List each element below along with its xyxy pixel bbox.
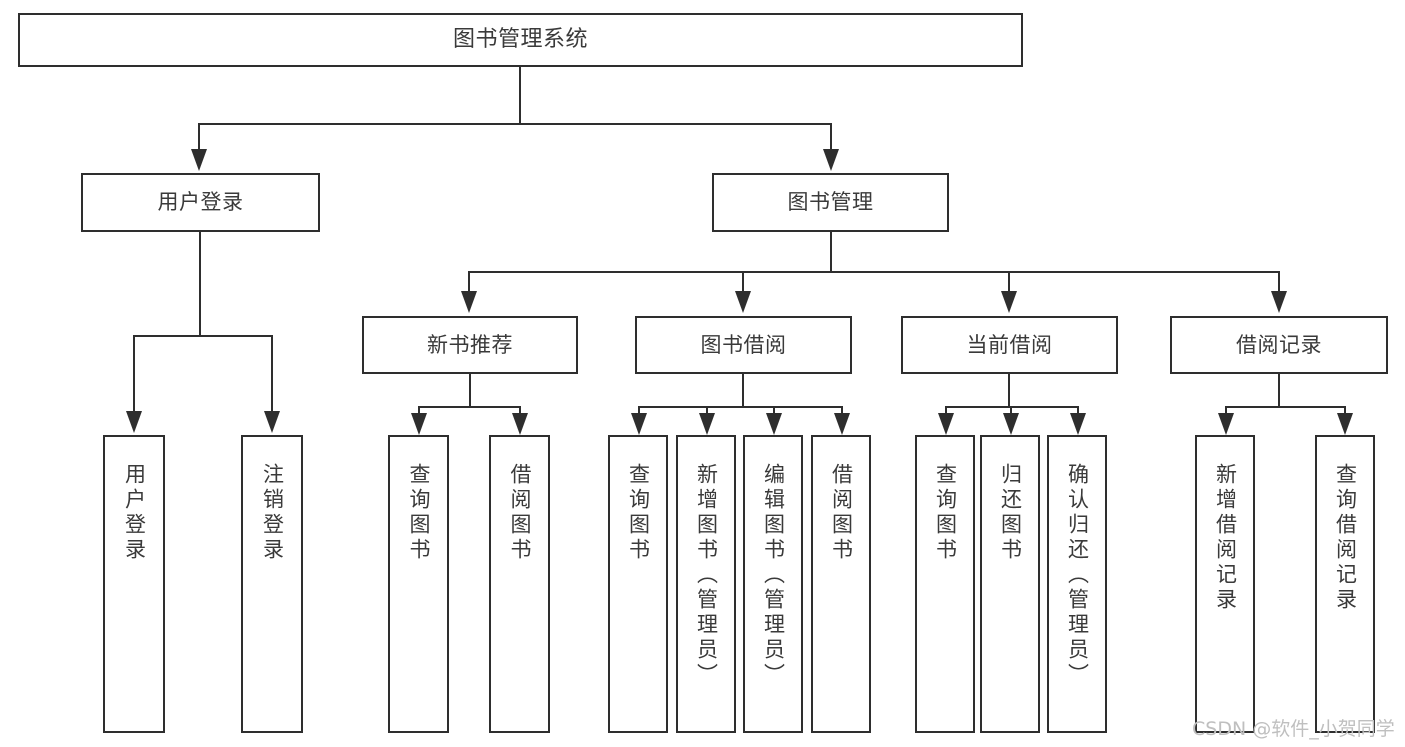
- leaf-book-borrow-borrow[interactable]: 借阅图书: [811, 435, 871, 733]
- node-label: 归还图书: [998, 463, 1023, 563]
- node-current-borrow[interactable]: 当前借阅: [901, 316, 1118, 374]
- node-label: 新增借阅记录: [1213, 463, 1238, 613]
- edge-book-mgmt-bar: [468, 271, 1280, 273]
- edge-current-borrow-stem: [1008, 374, 1010, 406]
- arrow-to-new-book: [461, 291, 477, 313]
- node-label: 查询图书: [626, 463, 651, 563]
- node-label: 图书管理: [787, 190, 874, 215]
- edge-user-login-bar: [133, 335, 273, 337]
- arrow-to-user-login: [191, 149, 207, 171]
- edge-borrow-records-drop-1: [1225, 406, 1227, 418]
- arrow-user-login-leaf-2: [264, 411, 280, 433]
- arrow-to-book-mgmt: [823, 149, 839, 171]
- arrow-current-borrow-leaf-3: [1070, 413, 1086, 435]
- node-label: 当前借阅: [966, 332, 1053, 357]
- node-label: 借阅图书: [508, 463, 532, 563]
- leaf-book-borrow-edit[interactable]: 编辑图书（管理员）: [743, 435, 803, 733]
- node-label: 确认归还（管理员）: [1065, 463, 1090, 688]
- leaf-user-login-login[interactable]: 用户登录: [103, 435, 165, 733]
- edge-current-borrow-bar: [945, 406, 1079, 408]
- node-label: 查询图书: [407, 463, 431, 563]
- arrow-new-book-leaf-1: [411, 413, 427, 435]
- node-label: 图书管理系统: [452, 27, 588, 53]
- leaf-current-confirm-return[interactable]: 确认归还（管理员）: [1047, 435, 1107, 733]
- edge-book-borrow-drop-4: [841, 406, 843, 418]
- arrow-to-borrow-records: [1271, 291, 1287, 313]
- node-book-management[interactable]: 图书管理: [712, 173, 949, 232]
- node-root-system[interactable]: 图书管理系统: [18, 13, 1023, 67]
- arrow-user-login-leaf-1: [126, 411, 142, 433]
- leaf-records-add[interactable]: 新增借阅记录: [1195, 435, 1255, 733]
- leaf-current-query[interactable]: 查询图书: [915, 435, 975, 733]
- edge-borrow-records-drop-2: [1344, 406, 1346, 418]
- edge-borrow-records-bar: [1225, 406, 1345, 408]
- arrow-current-borrow-leaf-1: [938, 413, 954, 435]
- edge-root-bar: [198, 123, 832, 125]
- edge-new-book-stem: [469, 374, 471, 406]
- node-new-book-recommend[interactable]: 新书推荐: [362, 316, 578, 374]
- edge-to-book-mgmt: [830, 123, 832, 151]
- leaf-book-borrow-add[interactable]: 新增图书（管理员）: [676, 435, 736, 733]
- edge-new-book-bar: [418, 406, 521, 408]
- node-borrow-records[interactable]: 借阅记录: [1170, 316, 1388, 374]
- arrow-borrow-records-leaf-1: [1218, 413, 1234, 435]
- node-label: 借阅图书: [829, 463, 854, 563]
- edge-current-borrow-drop-3: [1077, 406, 1079, 418]
- edge-to-user-login: [198, 123, 200, 151]
- leaf-records-query[interactable]: 查询借阅记录: [1315, 435, 1375, 733]
- node-label: 查询借阅记录: [1333, 463, 1358, 613]
- edge-book-borrow-drop-2: [706, 406, 708, 418]
- node-label: 借阅记录: [1236, 332, 1322, 357]
- node-label: 新增图书（管理员）: [694, 463, 719, 688]
- edge-user-login-drop-1: [133, 335, 135, 413]
- arrow-to-book-borrow: [735, 291, 751, 313]
- leaf-current-return[interactable]: 归还图书: [980, 435, 1040, 733]
- leaf-new-book-query[interactable]: 查询图书: [388, 435, 449, 733]
- arrow-book-borrow-leaf-1: [631, 413, 647, 435]
- arrow-to-current-borrow: [1001, 291, 1017, 313]
- edge-book-mgmt-drop-2: [742, 271, 744, 293]
- node-label: 注销登录: [260, 463, 285, 563]
- edge-current-borrow-drop-2: [1010, 406, 1012, 418]
- node-label: 用户登录: [122, 463, 147, 563]
- node-label: 用户登录: [157, 190, 244, 215]
- arrow-borrow-records-leaf-2: [1337, 413, 1353, 435]
- edge-book-borrow-drop-3: [773, 406, 775, 418]
- edge-new-book-drop-1: [418, 406, 420, 418]
- edge-user-login-stem: [199, 232, 201, 335]
- node-label: 查询图书: [933, 463, 958, 563]
- edge-book-borrow-bar: [638, 406, 843, 408]
- arrow-book-borrow-leaf-4: [834, 413, 850, 435]
- node-book-borrow[interactable]: 图书借阅: [635, 316, 852, 374]
- edge-book-mgmt-drop-1: [468, 271, 470, 293]
- edge-root-stem: [519, 67, 521, 123]
- edge-book-mgmt-stem: [830, 232, 832, 271]
- edge-book-mgmt-drop-4: [1278, 271, 1280, 293]
- watermark: CSDN @软件_小贺同学: [1192, 718, 1395, 740]
- leaf-new-book-borrow[interactable]: 借阅图书: [489, 435, 550, 733]
- edge-book-borrow-stem: [742, 374, 744, 406]
- node-label: 新书推荐: [427, 332, 513, 357]
- leaf-user-login-logout[interactable]: 注销登录: [241, 435, 303, 733]
- edge-book-mgmt-drop-3: [1008, 271, 1010, 293]
- edge-user-login-drop-2: [271, 335, 273, 413]
- node-user-login[interactable]: 用户登录: [81, 173, 320, 232]
- edge-current-borrow-drop-1: [945, 406, 947, 418]
- node-label: 图书借阅: [700, 332, 787, 357]
- node-label: 编辑图书（管理员）: [761, 463, 786, 688]
- edge-book-borrow-drop-1: [638, 406, 640, 418]
- edge-new-book-drop-2: [519, 406, 521, 418]
- arrow-new-book-leaf-2: [512, 413, 528, 435]
- arrow-book-borrow-leaf-3: [766, 413, 782, 435]
- leaf-book-borrow-query[interactable]: 查询图书: [608, 435, 668, 733]
- arrow-book-borrow-leaf-2: [699, 413, 715, 435]
- arrow-current-borrow-leaf-2: [1003, 413, 1019, 435]
- edge-borrow-records-stem: [1278, 374, 1280, 406]
